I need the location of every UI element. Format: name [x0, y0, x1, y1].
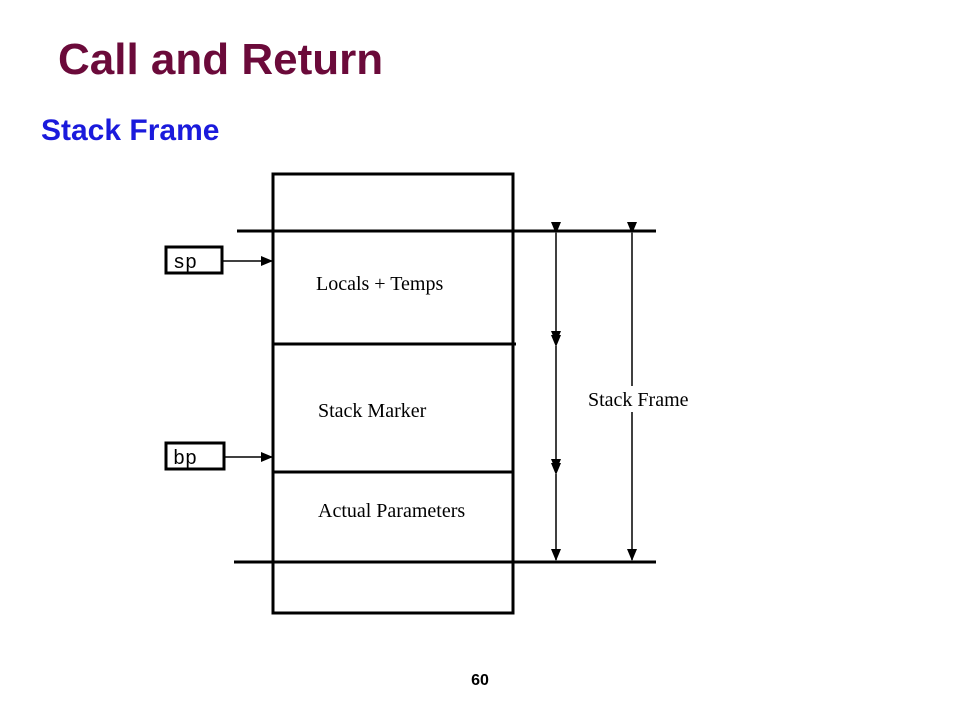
- bp-register-label: bp: [173, 448, 197, 471]
- sp-pointer: sp: [164, 245, 273, 275]
- stack-frame-label: Stack Frame: [588, 389, 689, 411]
- stack-frame-label-background: [586, 386, 700, 412]
- segment-label-locals-temps: Locals + Temps: [316, 273, 443, 295]
- bp-pointer: bp: [164, 441, 273, 471]
- bp-register-box: [164, 441, 226, 471]
- stack-column: [271, 172, 515, 615]
- page-number: 60: [471, 672, 489, 689]
- sp-register-label: sp: [173, 252, 197, 275]
- slide-subtitle: Stack Frame: [41, 114, 220, 147]
- sp-register-box: [164, 245, 224, 275]
- segment-label-actual-parameters: Actual Parameters: [318, 500, 465, 522]
- slide-title: Call and Return: [58, 35, 384, 84]
- segment-label-stack-marker: Stack Marker: [318, 400, 427, 422]
